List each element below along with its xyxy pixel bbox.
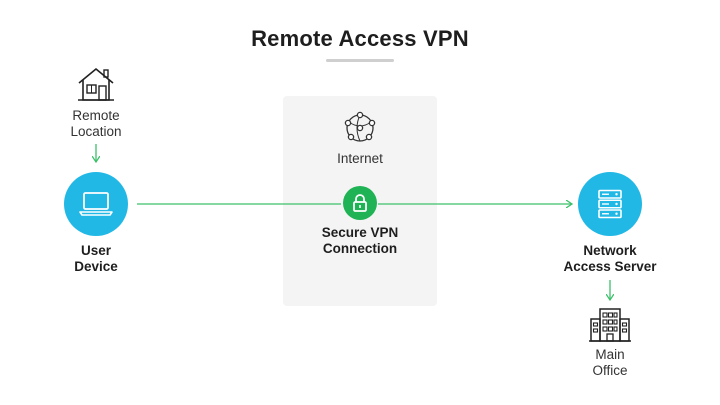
secure-vpn-label: Secure VPN Connection: [300, 225, 420, 257]
secure-vpn-node: [343, 186, 377, 220]
network-access-server-line1: Network: [583, 243, 637, 258]
main-office-label: Main Office: [560, 347, 660, 379]
main-office-line1: Main: [595, 347, 625, 362]
laptop-icon: [79, 192, 113, 216]
house-icon: [76, 64, 116, 104]
remote-location-label: Remote Location: [46, 108, 146, 140]
network-globe-icon: [340, 108, 380, 148]
main-office-line2: Office: [592, 363, 628, 378]
internet-label: Internet: [337, 151, 383, 166]
lock-icon: [353, 194, 367, 212]
network-access-server-line2: Access Server: [563, 259, 657, 274]
remote-location-line2: Location: [70, 124, 122, 139]
secure-vpn-line2: Connection: [322, 241, 398, 256]
office-building-icon: [588, 306, 632, 342]
user-device-node: [64, 172, 128, 236]
secure-vpn-line1: Secure VPN: [321, 225, 399, 240]
network-access-server-node: [578, 172, 642, 236]
title-underline: [326, 59, 394, 62]
user-device-line1: User: [80, 243, 112, 258]
user-device-label: User Device: [46, 243, 146, 275]
server-icon: [598, 189, 622, 219]
diagram-title: Remote Access VPN: [251, 26, 469, 51]
user-device-line2: Device: [74, 259, 118, 274]
network-access-server-label: Network Access Server: [545, 243, 675, 275]
remote-location-line1: Remote: [72, 108, 120, 123]
